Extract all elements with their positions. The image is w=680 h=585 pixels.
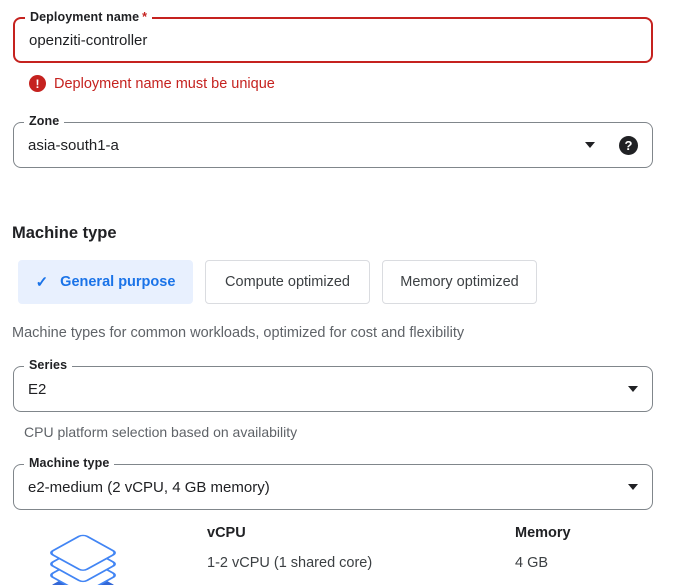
memory-column: Memory 4 GB (515, 515, 571, 571)
series-field[interactable]: Series E2 (13, 358, 653, 412)
tab-label: General purpose (60, 274, 176, 290)
deployment-name-error: ! Deployment name must be unique (29, 75, 680, 92)
chevron-down-icon[interactable] (628, 386, 638, 392)
required-asterisk: * (142, 10, 148, 24)
zone-label: Zone (24, 114, 65, 128)
machine-type-description: Machine types for common workloads, opti… (12, 325, 465, 341)
chevron-down-icon[interactable] (585, 142, 595, 148)
machine-type-field[interactable]: Machine type e2-medium (2 vCPU, 4 GB mem… (13, 456, 653, 510)
zone-value: asia-south1-a (28, 136, 119, 154)
vcpu-header: vCPU (207, 525, 246, 541)
machine-layers-icon (50, 534, 116, 585)
vcpu-value: 1-2 vCPU (1 shared core) (207, 555, 373, 571)
series-value: E2 (28, 380, 47, 398)
tab-label: Memory optimized (400, 274, 519, 290)
memory-value: 4 GB (515, 555, 549, 571)
deployment-name-field[interactable]: Deployment name* (13, 10, 653, 63)
zone-field[interactable]: Zone asia-south1-a ? (13, 114, 653, 168)
vcpu-column: vCPU 1-2 vCPU (1 shared core) (207, 515, 515, 571)
machine-type-tabs: ✓ General purpose Compute optimized Memo… (18, 260, 680, 304)
machine-type-label: Machine type (24, 456, 115, 470)
tab-general-purpose[interactable]: ✓ General purpose (18, 260, 193, 304)
series-label: Series (24, 358, 73, 372)
machine-type-value: e2-medium (2 vCPU, 4 GB memory) (28, 478, 270, 496)
memory-header: Memory (515, 525, 571, 541)
series-helper-text: CPU platform selection based on availabi… (24, 424, 298, 440)
tab-memory-optimized[interactable]: Memory optimized (382, 260, 537, 304)
error-icon: ! (29, 75, 46, 92)
tab-compute-optimized[interactable]: Compute optimized (205, 260, 370, 304)
help-icon[interactable]: ? (619, 135, 638, 155)
deployment-config-form: Deployment name* ! Deployment name must … (0, 10, 680, 585)
deployment-name-label: Deployment name* (25, 10, 153, 24)
deployment-name-input[interactable] (29, 31, 637, 49)
machine-spec-summary: vCPU 1-2 vCPU (1 shared core) Memory 4 G… (38, 515, 680, 585)
chevron-down-icon[interactable] (628, 484, 638, 490)
check-icon: ✓ (35, 274, 49, 291)
machine-type-heading: Machine type (12, 224, 117, 242)
error-message: Deployment name must be unique (54, 75, 275, 92)
tab-label: Compute optimized (225, 274, 350, 290)
